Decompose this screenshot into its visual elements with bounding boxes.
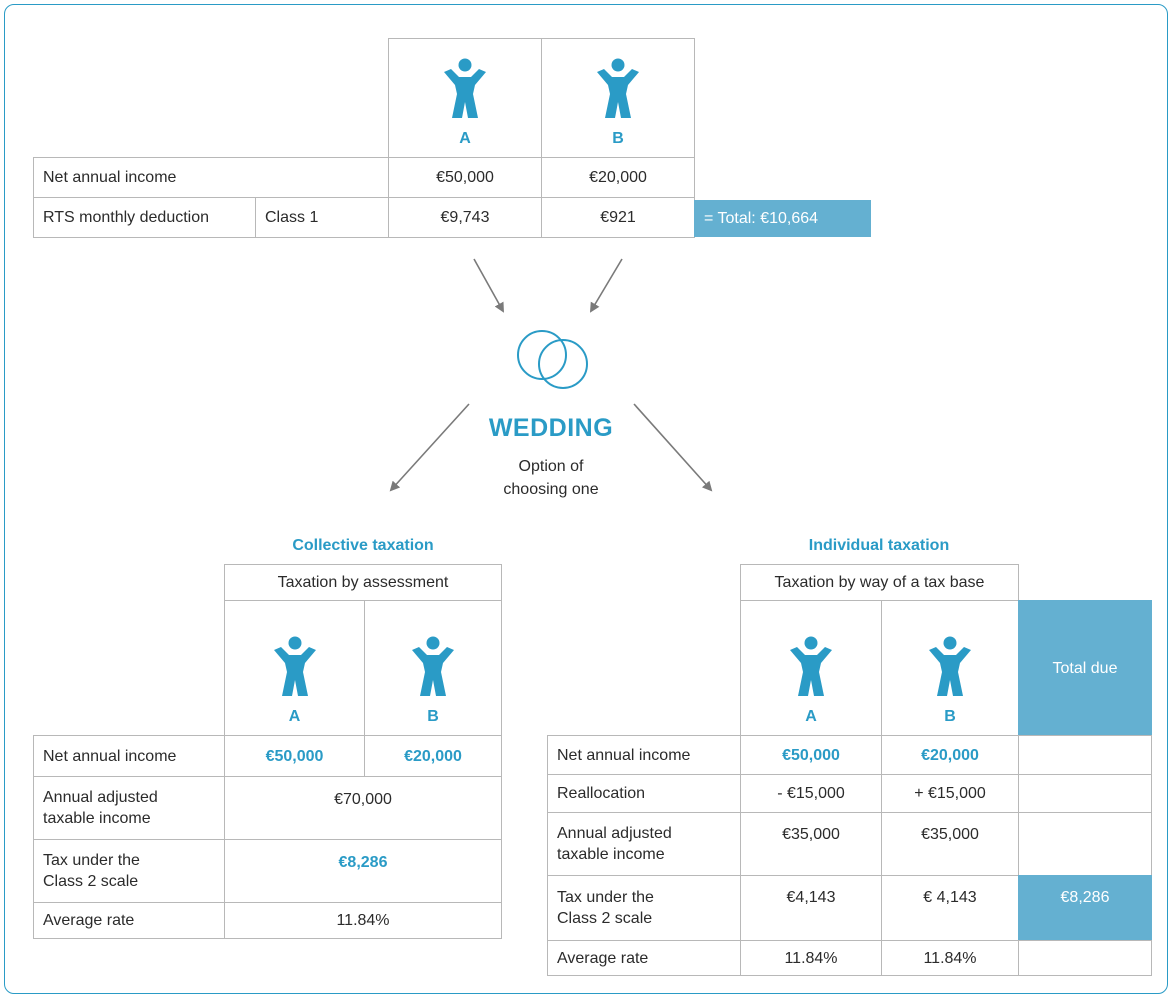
individual-adjusted-b: €35,000 bbox=[881, 812, 1019, 876]
top-rts-b: €921 bbox=[541, 197, 695, 238]
individual-tax-total: €8,286 bbox=[1018, 875, 1152, 941]
person-label-b: B bbox=[944, 708, 956, 725]
arrow-icon bbox=[589, 258, 623, 313]
collective-adjusted-label: Annual adjusted taxable income bbox=[33, 776, 225, 840]
individual-realloc-total bbox=[1018, 774, 1152, 813]
individual-realloc-b: + €15,000 bbox=[881, 774, 1019, 813]
individual-person-b-header: B bbox=[881, 600, 1019, 736]
individual-tax-label-line2: Class 2 scale bbox=[557, 910, 653, 927]
top-net-income-b: €20,000 bbox=[541, 157, 695, 198]
top-net-income-label: Net annual income bbox=[33, 157, 389, 198]
individual-adjusted-label-line1: Annual adjusted bbox=[557, 825, 672, 842]
individual-title: Individual taxation bbox=[808, 537, 950, 554]
person-icon bbox=[597, 58, 639, 118]
individual-adjusted-a: €35,000 bbox=[740, 812, 882, 876]
wedding-title: WEDDING bbox=[488, 414, 614, 442]
collective-adjusted-label-line1: Annual adjusted bbox=[43, 789, 158, 806]
person-label-a: A bbox=[459, 130, 471, 147]
individual-total-due-header: Total due bbox=[1018, 600, 1152, 736]
collective-tax-label-line2: Class 2 scale bbox=[43, 873, 139, 890]
collective-adjusted-label-line2: taxable income bbox=[43, 810, 151, 827]
wedding-rings-icon bbox=[517, 330, 588, 389]
diagram-frame bbox=[4, 4, 1168, 994]
individual-tax-b: € 4,143 bbox=[881, 875, 1019, 941]
person-icon bbox=[444, 58, 486, 118]
individual-adjusted-total bbox=[1018, 812, 1152, 876]
individual-tax-a: €4,143 bbox=[740, 875, 882, 941]
person-label-b: B bbox=[427, 708, 439, 725]
individual-tax-label: Tax under the Class 2 scale bbox=[547, 875, 741, 941]
person-icon bbox=[790, 636, 832, 696]
individual-rate-total bbox=[1018, 940, 1152, 976]
arrow-icon bbox=[389, 403, 470, 492]
individual-person-a-header: A bbox=[740, 600, 882, 736]
individual-net-total bbox=[1018, 735, 1152, 775]
individual-rate-b: 11.84% bbox=[881, 940, 1019, 976]
top-rts-label: RTS monthly deduction bbox=[33, 197, 256, 238]
collective-rate-label: Average rate bbox=[33, 902, 225, 939]
individual-method: Taxation by way of a tax base bbox=[740, 564, 1019, 601]
top-total-box: = Total: €10,664 bbox=[694, 200, 871, 237]
collective-tax-value: €8,286 bbox=[224, 839, 502, 903]
individual-realloc-label: Reallocation bbox=[547, 774, 741, 813]
collective-adjusted-value: €70,000 bbox=[224, 776, 502, 840]
individual-adjusted-label: Annual adjusted taxable income bbox=[547, 812, 741, 876]
collective-net-label: Net annual income bbox=[33, 735, 225, 777]
collective-tax-label-line1: Tax under the bbox=[43, 852, 140, 869]
collective-net-a: €50,000 bbox=[224, 735, 365, 777]
individual-net-label: Net annual income bbox=[547, 735, 741, 775]
person-icon bbox=[412, 636, 454, 696]
wedding-subtitle: Option of choosing one bbox=[451, 455, 651, 501]
individual-net-a: €50,000 bbox=[740, 735, 882, 775]
individual-rate-label: Average rate bbox=[547, 940, 741, 976]
collective-method: Taxation by assessment bbox=[224, 564, 502, 601]
person-label-b: B bbox=[612, 130, 624, 147]
wedding-subtitle-line2: choosing one bbox=[503, 481, 599, 498]
collective-person-b-header: B bbox=[364, 600, 502, 736]
person-label-a: A bbox=[805, 708, 817, 725]
top-rts-a: €9,743 bbox=[388, 197, 542, 238]
wedding-subtitle-line1: Option of bbox=[518, 458, 584, 475]
individual-tax-label-line1: Tax under the bbox=[557, 889, 654, 906]
top-rts-class: Class 1 bbox=[255, 197, 389, 238]
collective-person-a-header: A bbox=[224, 600, 365, 736]
collective-tax-label: Tax under the Class 2 scale bbox=[33, 839, 225, 903]
collective-net-b: €20,000 bbox=[364, 735, 502, 777]
collective-rate-value: 11.84% bbox=[224, 902, 502, 939]
individual-rate-a: 11.84% bbox=[740, 940, 882, 976]
individual-adjusted-label-line2: taxable income bbox=[557, 846, 665, 863]
arrow-icon bbox=[633, 403, 713, 492]
person-icon bbox=[929, 636, 971, 696]
collective-title: Collective taxation bbox=[292, 537, 434, 554]
arrow-icon bbox=[473, 258, 504, 313]
person-label-a: A bbox=[288, 708, 301, 725]
individual-net-b: €20,000 bbox=[881, 735, 1019, 775]
top-net-income-a: €50,000 bbox=[388, 157, 542, 198]
individual-realloc-a: - €15,000 bbox=[740, 774, 882, 813]
person-icon bbox=[273, 636, 316, 696]
